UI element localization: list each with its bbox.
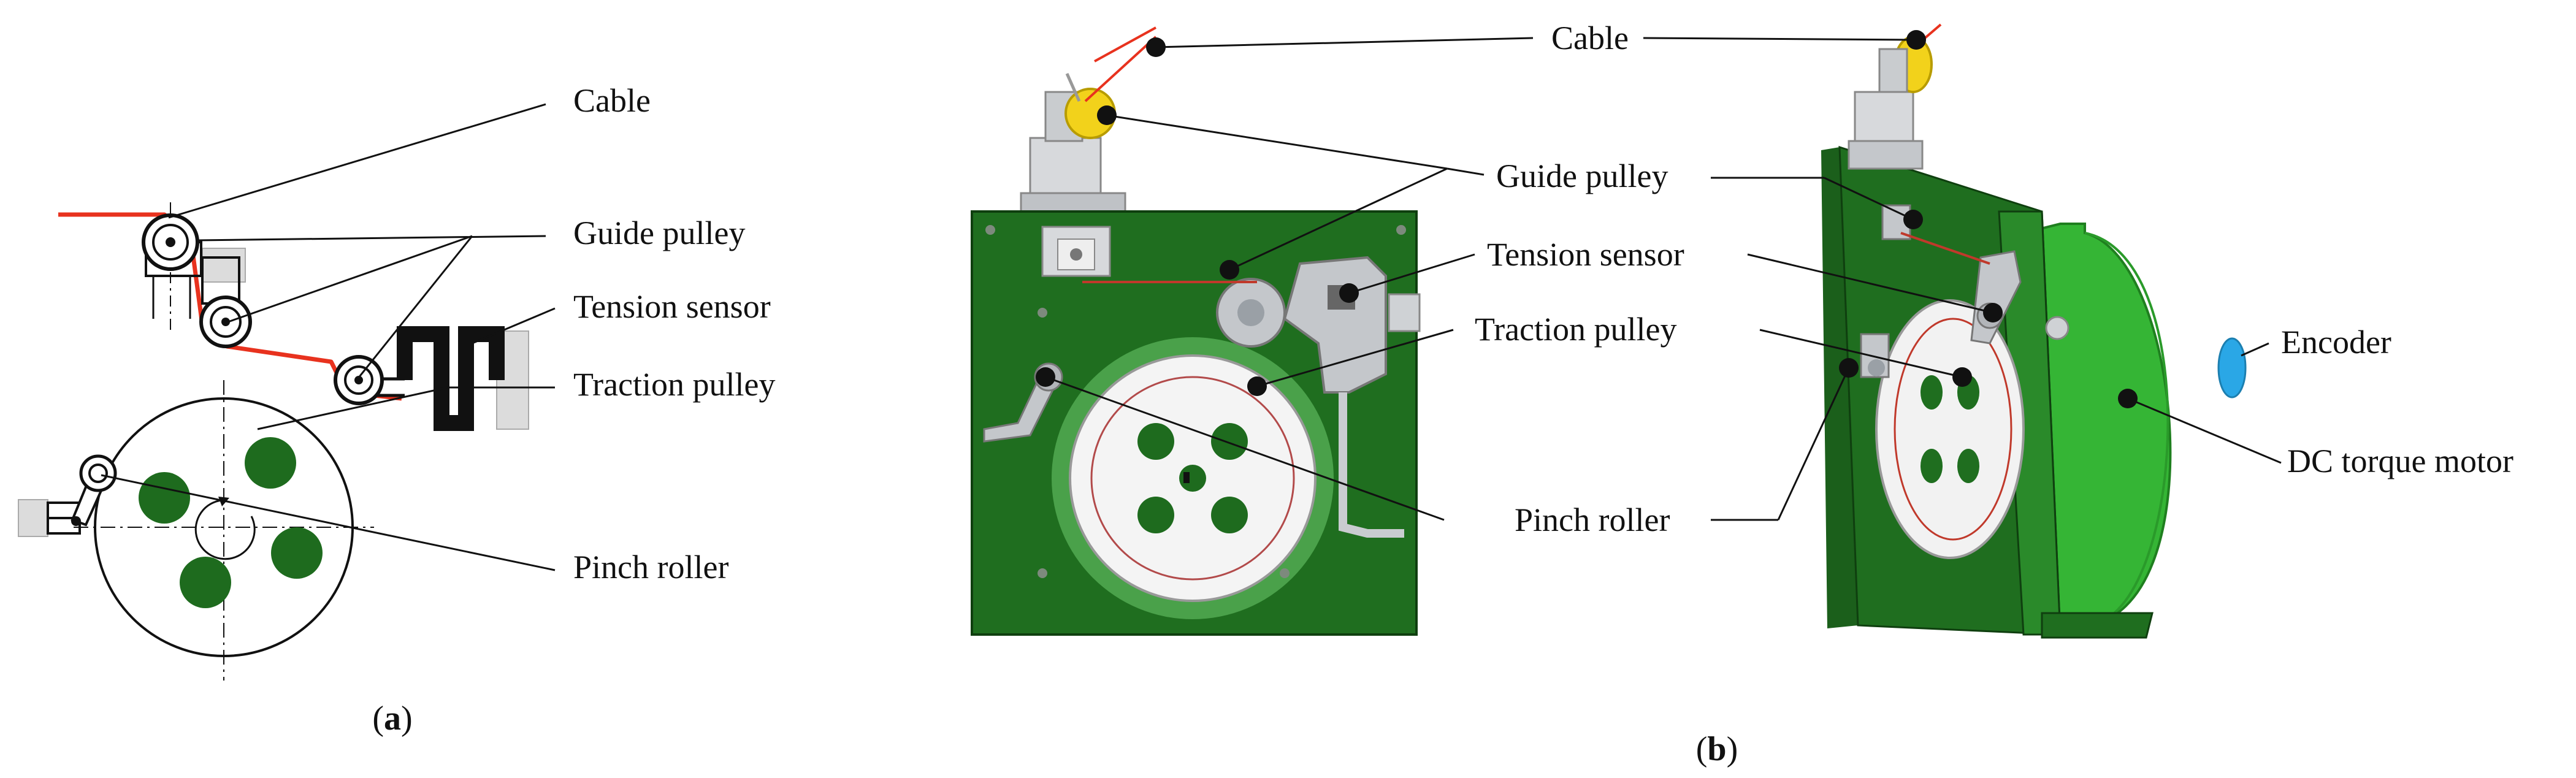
front-tension-sensor (1283, 256, 1387, 394)
encoder (2217, 337, 2247, 399)
caption-a: (a) (372, 700, 412, 738)
callout-dot-icon (1839, 358, 1859, 378)
label-b-tension-sensor: Tension sensor (1487, 236, 1684, 273)
callout-dot-icon (1247, 376, 1267, 396)
callout-dot-icon (1220, 260, 1239, 280)
guide-pulley-3 (334, 355, 405, 405)
label-b-cable: Cable (1551, 20, 1629, 56)
label-b-guide-pulley: Guide pulley (1496, 158, 1668, 194)
label-a-guide-pulley: Guide pulley (573, 215, 745, 251)
callout-dot-icon (1097, 105, 1117, 125)
panel-b-callout-dots (1036, 30, 2138, 408)
callout-dot-icon (2118, 389, 2138, 408)
label-b-dc-torque-motor: DC torque motor (2287, 443, 2513, 479)
guide-pulley-2 (199, 256, 252, 348)
tension-sensor-body (397, 326, 505, 431)
label-a-tension-sensor: Tension sensor (573, 288, 771, 325)
label-b-pinch-roller: Pinch roller (1515, 502, 1670, 538)
front-view-device (971, 72, 1421, 636)
callout-dot-icon (1339, 283, 1359, 303)
angled-view-device (1821, 36, 2247, 639)
label-a-cable: Cable (573, 82, 651, 119)
traction-pulley (74, 380, 374, 681)
angled-traction-wheel (1875, 299, 2025, 559)
panel-a-schematic: Cable Guide pulley Tension sensor Tracti… (18, 82, 775, 738)
label-b-encoder: Encoder (2281, 324, 2391, 360)
callout-dot-icon (1952, 367, 1972, 387)
panel-b-leaders (1045, 37, 2282, 521)
callout-dot-icon (1036, 367, 1055, 387)
label-a-traction-pulley: Traction pulley (573, 366, 775, 403)
panel-b-cable (1084, 23, 1942, 102)
panel-a-leaders (101, 103, 556, 571)
callout-dot-icon (1903, 210, 1923, 229)
callout-dot-icon (1906, 30, 1926, 50)
callout-dot-icon (1983, 303, 2003, 322)
label-b-traction-pulley: Traction pulley (1475, 311, 1676, 348)
panel-b-render: Cable Guide pulley Tension sensor Tracti… (971, 20, 2513, 768)
label-a-pinch-roller: Pinch roller (573, 549, 728, 585)
guide-pulley-1 (142, 202, 202, 331)
callout-dot-icon (1146, 37, 1166, 57)
caption-b: (b) (1696, 730, 1738, 768)
